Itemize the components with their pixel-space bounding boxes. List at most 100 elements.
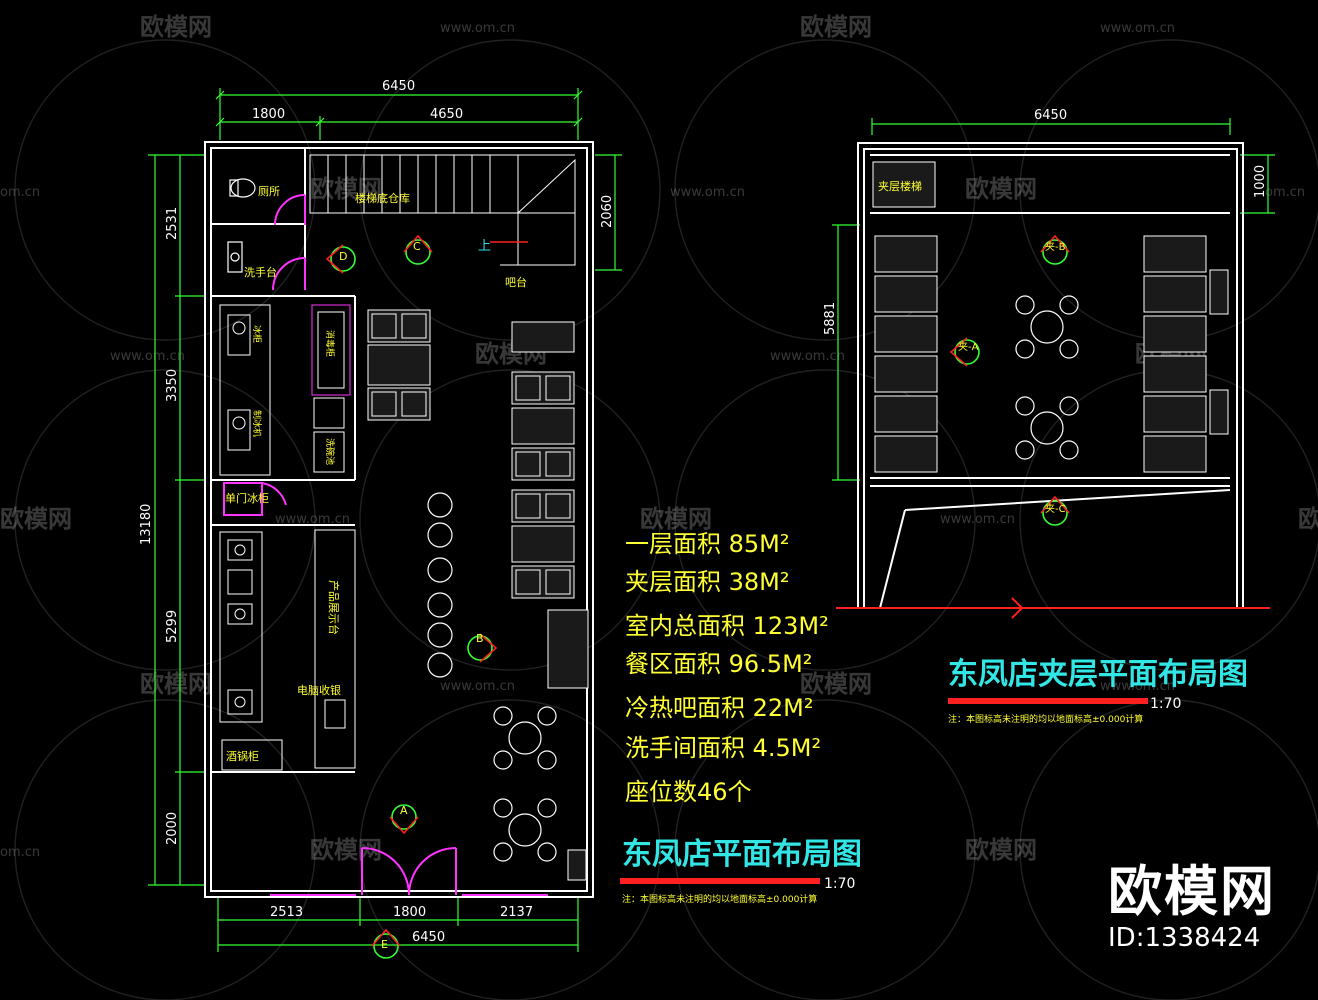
view-mark-a: A	[400, 804, 408, 817]
watermark-url: www.om.cn	[770, 349, 845, 364]
dim-bottom-overall: 6450	[412, 930, 445, 945]
counter-stools	[427, 492, 453, 678]
stair	[309, 154, 576, 266]
watermark-badge: 欧模网 ID:1338424	[1108, 860, 1276, 953]
label-mezzanine-stair: 夹层楼梯	[878, 179, 922, 193]
watermark-url: www.om.cn	[1100, 679, 1175, 694]
mezzanine-view-markers	[949, 234, 1070, 526]
dim-bottom-right: 2137	[500, 905, 533, 920]
ground-floor-plan: 6450 1800 4650 2513 1800 2137 6450 13180…	[139, 79, 862, 959]
mezzanine-booths	[872, 161, 1229, 473]
dim-left-seg1: 2531	[165, 207, 180, 240]
label-sink: 洗手台	[244, 265, 277, 279]
mezz-view-mark-c: 夹-C	[1045, 502, 1066, 515]
dim-top-right: 4650	[430, 107, 463, 122]
watermark-url: www.om.cn	[940, 512, 1015, 527]
mezzanine-scale: 1:70	[1150, 696, 1181, 712]
label-washer: 洗碗池	[324, 438, 336, 465]
area-line: 洗手间面积 4.5M²	[625, 734, 821, 762]
label-counter: 吧台	[505, 275, 527, 289]
label-sterilizer: 消毒柜	[324, 330, 336, 357]
mezz-dim-left: 5881	[823, 302, 838, 335]
label-computer: 电脑收银	[297, 683, 341, 697]
label-prep-station: 产品展示台	[327, 580, 341, 635]
label-toilet: 厕所	[258, 185, 280, 198]
dim-right-stair: 2060	[600, 195, 615, 228]
dim-top-left: 1800	[252, 107, 285, 122]
area-line: 室内总面积 123M²	[625, 612, 829, 640]
dining-booths	[367, 309, 589, 881]
label-single-fridge: 单门冰柜	[225, 491, 269, 505]
watermark-brand: 欧模网	[965, 836, 1037, 864]
view-markers	[325, 234, 528, 959]
watermark-brand: 欧模网	[965, 175, 1037, 203]
ground-floor-title: 东凤店平面布局图	[622, 837, 862, 872]
mezzanine-title: 东凤店夹层平面布局图	[948, 657, 1248, 692]
mezzanine-round-tables	[1015, 295, 1079, 460]
area-statistics: 一层面积 85M² 夹层面积 38M² 室内总面积 123M² 餐区面积 96.…	[625, 530, 829, 806]
mezz-dim-right: 1000	[1253, 165, 1268, 198]
mezz-view-mark-a: 夹-A	[958, 340, 979, 353]
doors	[223, 194, 548, 896]
watermark-brand: 欧模网	[640, 505, 712, 533]
view-marker-labels: C D B A E	[339, 240, 484, 951]
label-fridge: 冰柜	[251, 325, 263, 343]
label-ice-machine: 制冰机	[251, 410, 263, 437]
watermark-brand-large: 欧模网	[1108, 860, 1276, 923]
kitchen-equipment	[219, 304, 356, 771]
watermark-url: www.om.cn	[275, 512, 350, 527]
mezzanine-dimension-labels: 6450 1000 5881	[823, 108, 1268, 335]
mezzanine-dimensions	[832, 118, 1275, 481]
watermark-id: ID:1338424	[1108, 923, 1261, 953]
watermark-url: www.om.cn	[440, 679, 515, 694]
view-mark-e: E	[381, 938, 388, 951]
ground-floor-title-block: 东凤店平面布局图 1:70 注：本图标高未注明的均以地面标高±0.000计算	[620, 837, 862, 905]
title-underline	[948, 698, 1148, 704]
restroom	[227, 178, 256, 273]
label-storage: 楼梯底仓库	[355, 191, 410, 205]
area-line: 冷热吧面积 22M²	[625, 694, 814, 722]
mezz-view-mark-b: 夹-B	[1045, 240, 1066, 253]
view-mark-d: D	[339, 250, 347, 263]
ground-floor-dimensions	[148, 88, 622, 952]
ground-floor-scale: 1:70	[824, 876, 855, 892]
watermark-brand: 欧模网	[1298, 505, 1318, 533]
dim-left-overall: 13180	[139, 504, 154, 545]
watermark-brand: 欧模网	[140, 13, 212, 41]
mezz-dim-top: 6450	[1034, 108, 1067, 123]
watermark-layer	[14, 39, 1318, 1000]
mezzanine-title-block: 东凤店夹层平面布局图 1:70 注：本图标高未注明的均以地面标高±0.000计算	[948, 657, 1248, 725]
watermark-brand: 欧模网	[310, 836, 382, 864]
title-underline	[620, 878, 820, 884]
watermark-url: www.om.cn	[440, 21, 515, 36]
dim-left-seg3: 5299	[165, 610, 180, 643]
round-tables	[493, 706, 557, 862]
area-line: 一层面积 85M²	[625, 530, 790, 558]
mezzanine-note: 注：本图标高未注明的均以地面标高±0.000计算	[948, 713, 1143, 725]
dim-top-overall: 6450	[382, 79, 415, 94]
watermark-brand: 欧模网	[800, 670, 872, 698]
mezzanine-labels: 夹层楼梯 夹-B 夹-A 夹-C	[878, 179, 1066, 515]
area-line: 餐区面积 96.5M²	[625, 650, 812, 678]
ground-floor-dimension-labels: 6450 1800 4650 2513 1800 2137 6450 13180…	[139, 79, 615, 945]
area-line: 座位数46个	[625, 778, 752, 806]
dim-bottom-middle: 1800	[393, 905, 426, 920]
watermark-labels: 欧模网 欧模网 www.om.cn www.om.cn om.cn www.om…	[0, 13, 1318, 864]
room-labels: 厕所 洗手台 楼梯底仓库 上 吧台 单门冰柜 产品展示台 电脑收银 酒锅柜 冰柜…	[225, 185, 527, 763]
dim-bottom-left: 2513	[270, 905, 303, 920]
watermark-url: om.cn	[0, 845, 40, 860]
label-cabinet: 酒锅柜	[226, 750, 259, 763]
area-line: 夹层面积 38M²	[625, 568, 790, 596]
ground-floor-note: 注：本图标高未注明的均以地面标高±0.000计算	[622, 893, 817, 905]
mezzanine-walls	[836, 142, 1270, 619]
watermark-url: om.cn	[0, 185, 40, 200]
watermark-url: www.om.cn	[670, 185, 745, 200]
watermark-brand: 欧模网	[800, 13, 872, 41]
watermark-brand: 欧模网	[0, 505, 72, 533]
view-mark-c: C	[413, 240, 421, 253]
mezzanine-plan: 6450 1000 5881	[823, 108, 1275, 725]
watermark-url: om.cn	[1265, 185, 1305, 200]
label-stair-up: 上	[478, 239, 491, 254]
dim-left-seg4: 2000	[165, 812, 180, 845]
